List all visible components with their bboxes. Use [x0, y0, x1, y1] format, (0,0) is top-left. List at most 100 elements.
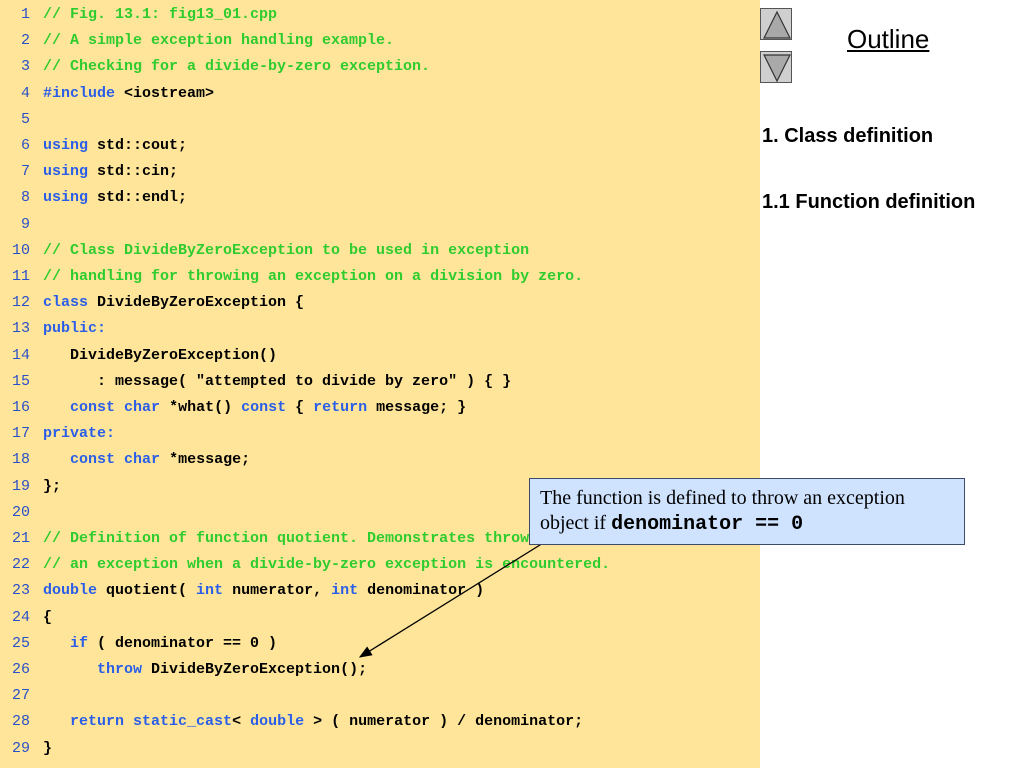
- code-token: // Definition of function quotient. Demo…: [43, 530, 557, 547]
- code-line: 7 using std::cin;: [0, 159, 760, 185]
- code-token: const: [70, 451, 116, 469]
- line-number: 2: [20, 32, 30, 50]
- line-number: 20: [11, 503, 30, 521]
- code-source: using std::cin;: [43, 159, 178, 185]
- code-source: // Checking for a divide-by-zero excepti…: [43, 54, 430, 80]
- code-line: 18 const char *message;: [0, 447, 760, 473]
- code-source: throw DivideByZeroException();: [43, 657, 367, 683]
- code-line: 22 // an exception when a divide-by-zero …: [0, 552, 760, 578]
- code-token: using: [43, 163, 89, 181]
- code-line: 1// Fig. 13.1: fig13_01.cpp: [0, 2, 760, 28]
- code-token: :: [106, 425, 116, 443]
- code-line: 26 throw DivideByZeroException();: [0, 657, 760, 683]
- code-source: #include <iostream>: [43, 81, 214, 107]
- code-source: using std::endl;: [43, 185, 187, 211]
- code-token: // handling for throwing an exception on…: [43, 268, 584, 285]
- code-line: 6 using std::cout;: [0, 133, 760, 159]
- code-token: std::cin;: [88, 163, 179, 181]
- code-line: 11// handling for throwing an exception …: [0, 264, 760, 290]
- code-line: 10// Class DivideByZeroException to be u…: [0, 238, 760, 264]
- code-source: };: [43, 474, 61, 500]
- code-token: [115, 451, 124, 468]
- code-token: char: [124, 399, 161, 416]
- code-token: const: [241, 399, 287, 416]
- code-source: return static_cast< double > ( numerator…: [43, 709, 583, 735]
- code-line: 15 : message( "attempted to divide by ze…: [0, 369, 760, 395]
- code-line: 5: [0, 107, 760, 133]
- code-token: <: [232, 713, 251, 731]
- code-source: double quotient( int numerator, int deno…: [43, 578, 484, 604]
- code-source: // handling for throwing an exception on…: [43, 264, 583, 290]
- code-token: :: [97, 320, 107, 338]
- code-token: }: [43, 739, 53, 757]
- code-source: // an exception when a divide-by-zero ex…: [43, 552, 610, 578]
- code-token: denominator ): [358, 582, 485, 600]
- code-source: // Class DivideByZeroException to be use…: [43, 238, 529, 264]
- code-token: // Checking for a divide-by-zero excepti…: [43, 58, 431, 76]
- line-number: 4: [20, 84, 30, 102]
- code-line: 16 const char *what() const { return mes…: [0, 395, 760, 421]
- code-token: using: [43, 189, 89, 207]
- code-token: : message( "attempted to divide by zero"…: [43, 372, 512, 390]
- code-source: const char *what() const { return messag…: [43, 395, 466, 421]
- code-token: *what(): [160, 399, 242, 416]
- code-source: using std::cout;: [43, 133, 187, 159]
- code-token: std::endl;: [88, 189, 188, 207]
- line-number: 24: [11, 608, 30, 626]
- line-number: 12: [11, 294, 30, 312]
- callout-code: denominator == 0: [611, 513, 804, 536]
- code-token: return: [70, 713, 125, 731]
- code-token: [43, 635, 70, 652]
- code-token: <iostream>: [115, 84, 215, 102]
- code-source: public:: [43, 316, 106, 342]
- code-token: numerator,: [223, 582, 332, 600]
- code-source: const char *message;: [43, 447, 250, 473]
- code-token: message; }: [367, 399, 467, 416]
- code-line: 29}: [0, 736, 760, 762]
- code-line: 19};: [0, 474, 760, 500]
- code-token: throw: [97, 661, 143, 678]
- code-token: // an exception when a divide-by-zero ex…: [43, 556, 611, 574]
- line-number: 7: [20, 163, 30, 181]
- code-line: 28 return static_cast< double > ( numera…: [0, 709, 760, 735]
- code-source: if ( denominator == 0 ): [43, 631, 277, 657]
- line-number: 6: [20, 137, 30, 154]
- code-token: {: [43, 608, 53, 626]
- code-token: ( denominator == 0 ): [88, 634, 278, 652]
- code-token: [115, 399, 124, 416]
- code-source: class DivideByZeroException {: [43, 290, 304, 316]
- code-source: // Fig. 13.1: fig13_01.cpp: [43, 2, 277, 28]
- code-token: std::cout;: [88, 137, 188, 154]
- code-line: 3 // Checking for a divide-by-zero except…: [0, 54, 760, 80]
- line-number: 3: [20, 58, 30, 76]
- line-number: 16: [11, 399, 30, 416]
- code-token: // Class DivideByZeroException to be use…: [43, 241, 530, 259]
- line-number: 19: [11, 477, 30, 495]
- code-line: 24 {: [0, 605, 760, 631]
- code-token: [43, 713, 70, 730]
- code-line: 27: [0, 683, 760, 709]
- outline-item-function-definition[interactable]: 1.1 Function definition: [762, 191, 976, 213]
- outline-title[interactable]: Outline: [847, 24, 930, 54]
- line-number: 14: [11, 346, 30, 364]
- code-token: public: [43, 320, 98, 338]
- next-slide-button[interactable]: [760, 51, 792, 83]
- line-number: 26: [11, 661, 30, 678]
- code-token: > ( numerator ) / denominator;: [304, 713, 584, 731]
- outline-item-class-definition[interactable]: 1. Class definition: [762, 125, 934, 147]
- line-number: 27: [11, 687, 30, 705]
- code-line: 12 class DivideByZeroException {: [0, 290, 760, 316]
- code-token: *message;: [160, 451, 251, 469]
- code-token: return: [313, 399, 368, 416]
- code-token: };: [43, 477, 62, 495]
- line-number: 18: [11, 451, 30, 469]
- line-number: 22: [11, 556, 30, 574]
- previous-slide-button[interactable]: [760, 8, 792, 40]
- code-token: int: [331, 582, 359, 600]
- line-number: 21: [11, 530, 30, 547]
